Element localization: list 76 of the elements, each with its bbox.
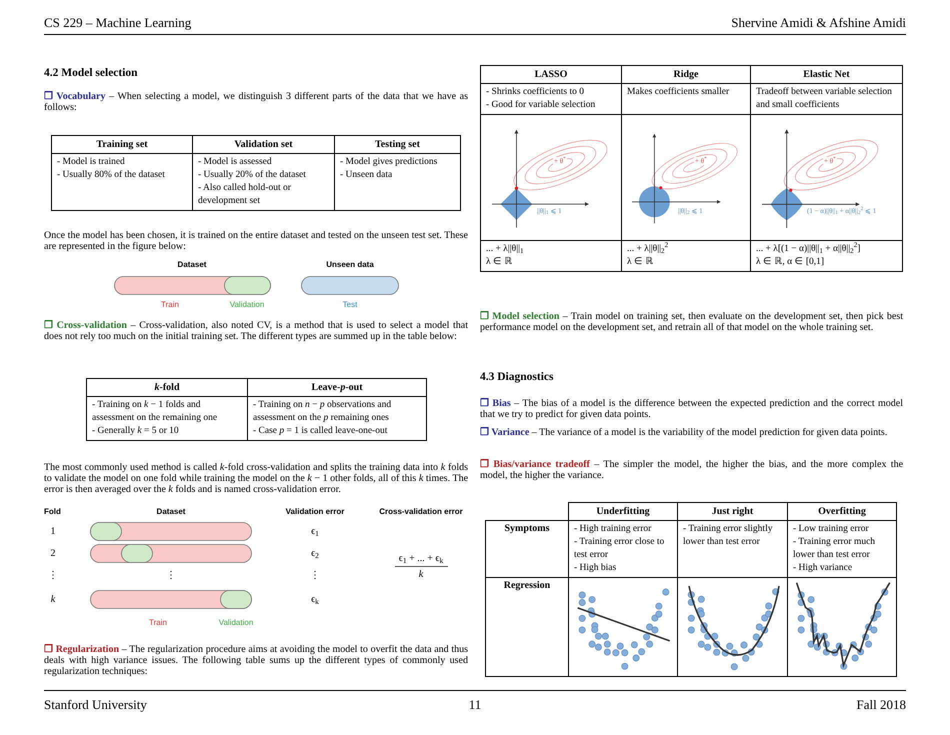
column-header: k-fold [154, 381, 180, 395]
page-header: CS 229 – Machine Learning [44, 14, 192, 32]
paragraph: ❐ Model selection – Train model on training set, then evaluate on the development set, then pick best performance model on the development set, and retrain all of that model on the whole training set. [480, 311, 903, 333]
column-header: Overfitting [817, 505, 867, 519]
column-header: Leave-p-out [310, 381, 364, 395]
paragraph: ❐ Regularization – The regularization procedure aims at avoiding the model to overfit the data and thus deals with high variance issues. The following table sums up the different types of commonly used regularization techniques: [44, 644, 468, 677]
paragraph: ❐ Cross-validation – Cross-validation, also noted CV, is a method that is used to select a model that does not rely too much on the initial training set. The different types are summed up in the table below: [44, 320, 468, 342]
section-heading: 4.3 Diagnostics [480, 370, 554, 385]
cell-text: - Low training error [793, 523, 870, 536]
paragraph: The most commonly used method is called k-fold cross-validation and splits the training data into k folds to validate the model on one fold while training the model on the k − 1 other folds, all of this k times. The error is then averaged over the k folds and is named cross-validation error. [44, 462, 468, 495]
cell-text: - Unseen data [340, 169, 394, 182]
figure-heading: Dataset [178, 259, 206, 271]
ellipsis: ⋮ [166, 569, 176, 583]
ellipsis: ⋮ [48, 569, 58, 583]
cell-text: λ ∈ ℝ [627, 256, 654, 269]
column-header: Cross-validation error [379, 506, 463, 518]
cell-text: λ ∈ ℝ [486, 256, 514, 269]
fold-number: 2 [50, 547, 56, 561]
ellipsis: ⋮ [310, 569, 320, 583]
column-header: Just right [710, 505, 754, 519]
cell-text: ... + λ[(1 − α)||θ||$_{1}$ + α||θ||$_{2}$$^{2}$] [756, 243, 862, 256]
column-header: Fold [44, 506, 61, 518]
row-header: Regression [502, 579, 552, 593]
column-header: Validation set [233, 138, 294, 152]
fraction-denominator: k [418, 568, 424, 582]
cell-text: Tradeoff between variable selection and small coefficients [756, 86, 893, 112]
cell-text: - Training error slightly lower than test error [683, 523, 774, 549]
cell-text: - Training error close to test error [574, 536, 666, 562]
cell-text: - Model is trained [57, 156, 126, 169]
page-footer: Fall 2018 [706, 695, 906, 714]
cell-text: - Generally k = 5 or 10 [92, 425, 180, 438]
cell-text: ... + λ||θ||$_{1}$ [486, 243, 525, 256]
row-header: Symptoms [503, 522, 550, 536]
cell-text: - Also called hold-out or development set [198, 182, 292, 208]
fold-number: 1 [50, 525, 56, 539]
error-symbol: ϵ$_{k}$ [311, 593, 319, 607]
page-number: 11 [468, 696, 482, 714]
cell-text: - Model is assessed [198, 156, 273, 169]
cell-text: λ ∈ ℝ, α ∈ [0,1] [756, 256, 826, 269]
cell-text: - High training error [574, 523, 652, 536]
cell-text: - Training error much lower than test error [793, 536, 876, 562]
cell-text: - High variance [793, 562, 854, 575]
cell-text: - Good for variable selection [486, 99, 596, 112]
paragraph: ❐ Variance – The variance of a model is the variability of the model prediction for given data points. [480, 427, 888, 438]
legend-text: Test [342, 299, 358, 311]
column-header: Testing set [374, 138, 421, 152]
legend-text: Train [161, 299, 179, 311]
column-header: Ridge [672, 68, 700, 82]
column-header: Dataset [156, 506, 186, 518]
cell-text: - Model gives predictions [340, 156, 438, 169]
paragraph: Once the model has been chosen, it is trained on the entire dataset and tested on the unseen test set. These are represented in the figure below: [44, 230, 468, 252]
fraction-numerator: ϵ$_{1}$ + ... + ϵ$_{k}$ [398, 552, 444, 566]
cell-text: - Case p = 1 is called leave-one-out [253, 425, 388, 438]
fold-number: k [50, 593, 56, 607]
cell-text: Makes coefficients smaller [627, 86, 730, 99]
paragraph: ❐ Bias – The bias of a model is the difference between the expected prediction and the correct model that we try to predict for given data points. [480, 398, 903, 420]
cell-text: - Usually 20% of the dataset [198, 169, 307, 182]
legend-text: Train [149, 617, 167, 629]
page-header: Shervine Amidi & Afshine Amidi [730, 14, 906, 32]
paragraph: ❐ Bias/variance tradeoff – The simpler the model, the higher the bias, and the more complex the model, the higher the variance. [480, 459, 903, 481]
legend-text: Validation [218, 617, 254, 629]
section-heading: 4.2 Model selection [44, 66, 138, 81]
cell-text: - Usually 80% of the dataset [57, 169, 166, 182]
column-header: Elastic Net [802, 68, 851, 82]
column-header: LASSO [534, 68, 568, 82]
error-symbol: ϵ$_{1}$ [311, 525, 319, 539]
figure-heading: Unseen data [326, 259, 374, 271]
column-header: Training set [95, 138, 149, 152]
page-footer: Stanford University [44, 695, 147, 714]
error-symbol: ϵ$_{2}$ [311, 547, 319, 561]
column-header: Underfitting [595, 505, 651, 519]
legend-text: Validation [230, 299, 264, 311]
paragraph: ❐ Vocabulary – When selecting a model, we distinguish 3 different parts of the data that we have as follows: [44, 91, 468, 113]
cell-text: - Shrinks coefficients to 0 [486, 86, 585, 99]
cell-text: - High bias [574, 562, 618, 575]
column-header: Validation error [286, 506, 344, 518]
